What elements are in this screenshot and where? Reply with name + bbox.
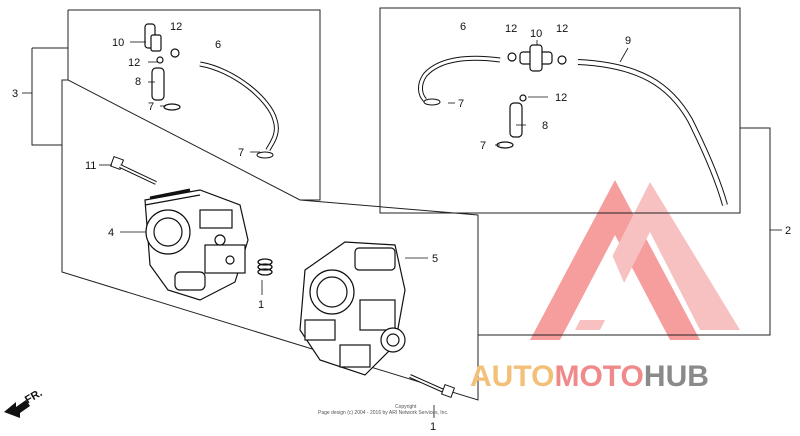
- callout-7-left-a: 7: [148, 101, 154, 113]
- carburetor-assy-right: [299, 241, 406, 376]
- callout-6-left: 6: [215, 39, 221, 51]
- carburetor-assy-left: [144, 188, 249, 301]
- callout-12-left-b: 12: [128, 57, 140, 69]
- callout-12-left-a: 12: [170, 21, 182, 33]
- watermark-part-3: HUB: [644, 360, 709, 393]
- fuel-joint-left: [144, 23, 181, 111]
- watermark-part-1: AUTO: [470, 360, 554, 393]
- callout-11: 11: [85, 160, 96, 172]
- copyright-line-1: Copyright: [395, 404, 417, 410]
- callout-12-right-a: 12: [505, 23, 517, 35]
- callout-8-right: 8: [542, 120, 548, 132]
- callout-3: 3: [12, 88, 18, 100]
- callout-9: 9: [625, 35, 631, 47]
- callout-10-left: 10: [112, 37, 124, 49]
- bolt-upper: [109, 155, 157, 185]
- watermark-part-2: MOTO: [554, 360, 643, 393]
- front-arrow-icon: FR.: [4, 387, 44, 418]
- callout-6-right: 6: [460, 21, 466, 33]
- right-group-frame: [379, 7, 771, 336]
- callout-2: 2: [785, 225, 791, 237]
- fuel-tube-left: [199, 61, 279, 152]
- callout-10-right: 10: [530, 28, 542, 40]
- callout-8-left: 8: [135, 76, 141, 88]
- fuel-tube-right-long: [577, 59, 728, 206]
- callout-5: 5: [432, 253, 438, 265]
- front-marker-label: FR.: [23, 387, 44, 406]
- callout-1-upper: 1: [258, 299, 264, 311]
- watermark-logo-icon: [530, 180, 740, 340]
- watermark-text: AUTOMOTOHUB: [470, 360, 709, 393]
- callout-4: 4: [108, 227, 114, 239]
- fuel-joint-right: [496, 44, 567, 149]
- callout-7-right-b: 7: [480, 140, 486, 152]
- callout-labels: 10 12 12 8 7 6 7 11 4 1 5 1 3 2 6 7 12 1…: [12, 21, 791, 433]
- callout-7-left-b: 7: [238, 147, 244, 159]
- left-group-frame: [31, 9, 479, 401]
- fuel-tube-right-short: [418, 55, 501, 102]
- copyright-line-2: Page design (c) 2004 - 2016 by ARI Netwo…: [318, 410, 448, 416]
- leader-lines: [22, 40, 782, 418]
- callout-12-right-b: 12: [556, 23, 568, 35]
- callout-7-right-a: 7: [458, 98, 464, 110]
- bolt-lower: [409, 374, 456, 399]
- callout-1-lower: 1: [430, 421, 436, 433]
- svg-text:AUTOMOTOHUB: AUTOMOTOHUB: [470, 360, 709, 393]
- callout-12-right-c: 12: [555, 92, 567, 104]
- spring: [257, 258, 273, 276]
